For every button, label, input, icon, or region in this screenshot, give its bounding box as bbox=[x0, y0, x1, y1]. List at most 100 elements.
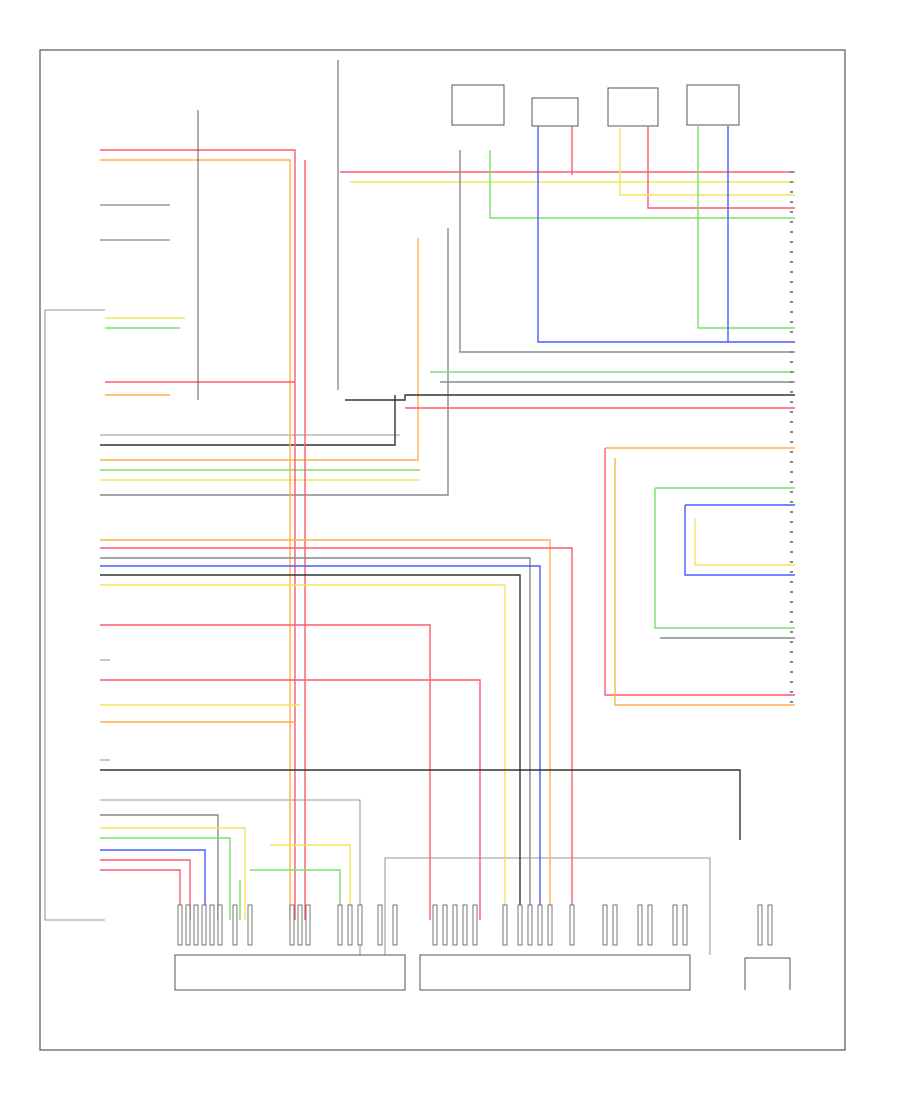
label-ticks bbox=[790, 171, 793, 703]
pin-marker bbox=[790, 651, 793, 653]
wire-green-nav bbox=[100, 837, 231, 920]
wire-red-mm bbox=[100, 547, 573, 920]
pin-marker bbox=[790, 531, 793, 533]
connector-pin bbox=[472, 904, 478, 946]
pin-marker bbox=[790, 401, 793, 403]
wire-dark-antenna bbox=[100, 769, 741, 840]
pin-marker bbox=[790, 441, 793, 443]
pin-marker bbox=[790, 261, 793, 263]
wire-yellow-ops bbox=[270, 844, 351, 920]
connector-pin bbox=[177, 904, 183, 946]
pin-marker bbox=[790, 201, 793, 203]
wire-red-mm-c bbox=[100, 679, 481, 920]
wire-red-nav-b bbox=[100, 869, 181, 920]
wire-gray-radio bbox=[459, 150, 795, 353]
connector-pin bbox=[612, 904, 618, 946]
pin-marker bbox=[790, 321, 793, 323]
pin-marker bbox=[790, 701, 793, 703]
pin-marker bbox=[790, 381, 793, 383]
wire-blue-nav bbox=[100, 849, 206, 920]
connector-pin bbox=[442, 904, 448, 946]
wire-blue-mm bbox=[100, 565, 541, 920]
wire-dark-mm bbox=[100, 574, 521, 920]
pin-marker bbox=[790, 371, 793, 373]
pin-marker bbox=[790, 251, 793, 253]
pin-marker bbox=[790, 171, 793, 173]
pin-marker bbox=[790, 631, 793, 633]
bottom-connectors bbox=[100, 799, 791, 991]
rear-subwoofer-box bbox=[686, 84, 740, 126]
connector-pin bbox=[502, 904, 508, 946]
connector-pin bbox=[647, 904, 653, 946]
pin-marker bbox=[790, 281, 793, 283]
connector-pin bbox=[517, 904, 523, 946]
connector-pin bbox=[569, 904, 575, 946]
pin-marker bbox=[790, 351, 793, 353]
connector-pin bbox=[337, 904, 343, 946]
connector-pin bbox=[247, 904, 253, 946]
connector-pin bbox=[289, 904, 295, 946]
connector-pin bbox=[193, 904, 199, 946]
wire-dark-right bbox=[345, 394, 795, 401]
connector-pin bbox=[432, 904, 438, 946]
connector-pin bbox=[297, 904, 303, 946]
pin-marker bbox=[790, 501, 793, 503]
connector-pin bbox=[537, 904, 543, 946]
pin-marker bbox=[790, 471, 793, 473]
pin-marker bbox=[790, 221, 793, 223]
pin-group bbox=[177, 904, 773, 946]
pin-marker bbox=[790, 211, 793, 213]
pin-marker bbox=[790, 641, 793, 643]
connector-pin bbox=[201, 904, 207, 946]
wire-dark-mid bbox=[100, 395, 396, 446]
left-rear-speaker-box bbox=[531, 97, 579, 127]
pin-marker bbox=[790, 691, 793, 693]
pin-marker bbox=[790, 241, 793, 243]
wire-red-mm-b bbox=[100, 624, 431, 920]
connector-pin bbox=[637, 904, 643, 946]
pin-marker bbox=[790, 461, 793, 463]
pin-marker bbox=[790, 521, 793, 523]
wire-green-lfs bbox=[654, 488, 795, 629]
pin-marker bbox=[790, 611, 793, 613]
diagram-frame bbox=[39, 49, 846, 1051]
connector-pin bbox=[347, 904, 353, 946]
connector-pin bbox=[232, 904, 238, 946]
wire-orange-mm bbox=[100, 539, 551, 920]
connector-pin bbox=[462, 904, 468, 946]
pin-marker bbox=[790, 431, 793, 433]
pin-marker bbox=[790, 511, 793, 513]
wire-gray-mm bbox=[100, 557, 531, 920]
radio-antenna-box bbox=[744, 957, 791, 990]
connector-pin bbox=[672, 904, 678, 946]
pin-marker bbox=[790, 191, 793, 193]
multimedia-unit-box bbox=[419, 954, 691, 991]
pin-marker bbox=[790, 311, 793, 313]
pin-marker bbox=[790, 331, 793, 333]
pin-marker bbox=[790, 591, 793, 593]
pin-marker bbox=[790, 491, 793, 493]
wire-green-radio bbox=[489, 150, 795, 219]
pin-marker bbox=[790, 291, 793, 293]
wire-group bbox=[100, 60, 795, 920]
wire-red-nav bbox=[100, 859, 191, 920]
pin-marker bbox=[790, 661, 793, 663]
pin-marker bbox=[790, 571, 793, 573]
connector-pin bbox=[767, 904, 773, 946]
connector-pin bbox=[357, 904, 363, 946]
connector-pin bbox=[527, 904, 533, 946]
pin-marker bbox=[790, 411, 793, 413]
navigation-control-box bbox=[174, 954, 406, 991]
nav-upper-bracket bbox=[100, 799, 361, 955]
connector-pin bbox=[547, 904, 553, 946]
wire-gray-nav bbox=[100, 814, 219, 920]
pin-marker bbox=[790, 421, 793, 423]
connector-pin bbox=[185, 904, 191, 946]
pin-marker bbox=[790, 271, 793, 273]
connector-pin bbox=[682, 904, 688, 946]
pin-marker bbox=[790, 181, 793, 183]
connector-pin bbox=[757, 904, 763, 946]
pin-marker bbox=[790, 561, 793, 563]
wire-red-trunk-a bbox=[100, 149, 296, 920]
wire-yellow-lfs bbox=[694, 518, 795, 566]
